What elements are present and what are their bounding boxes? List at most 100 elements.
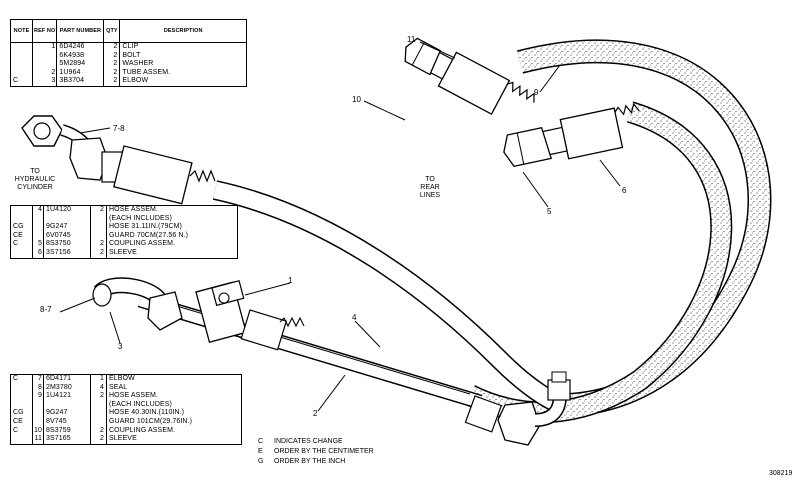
cell-desc: CLIP	[119, 41, 247, 52]
cell-qty	[90, 231, 107, 241]
sleeve-6-coupling-5	[503, 102, 640, 168]
to-hydraulic-cylinder-note: TO HYDRAULIC CYLINDER	[4, 168, 66, 192]
cell-ref: 9	[32, 392, 44, 401]
cell-ref: 10	[32, 426, 44, 436]
cell-ref: 6	[32, 248, 44, 259]
cell-ref	[32, 223, 44, 232]
cell-ref	[32, 400, 44, 410]
cell-desc: ELBOW	[106, 373, 242, 384]
tube-assembly-2	[129, 291, 483, 410]
cell-part: 6D4171	[43, 373, 91, 384]
to-cylinder-line-2: HYDRAULIC	[14, 176, 56, 183]
callout-9: 9	[534, 88, 539, 97]
cell-qty	[90, 223, 107, 232]
document-number: 308219	[769, 470, 793, 477]
table-row: CE 8V745 GUARD 101CM(29.76IN.)	[10, 417, 242, 427]
cell-part: 9G247	[43, 223, 91, 232]
header-note: NOTE	[10, 19, 33, 43]
leader-lines	[59, 41, 621, 412]
callout-3: 3	[118, 342, 123, 351]
callout-10: 10	[352, 95, 361, 104]
cell-qty	[90, 409, 107, 418]
cell-desc: SLEEVE	[106, 435, 242, 445]
cell-desc: BOLT	[119, 51, 247, 61]
header-ref-no: REF NO	[31, 19, 58, 43]
cell-ref	[32, 51, 58, 61]
cell-part: 8V745	[43, 417, 91, 427]
to-cylinder-line-1: TO	[30, 168, 40, 175]
to-rear-line-3: LINES	[419, 192, 441, 199]
elbow-3-and-clip-1	[92, 277, 305, 351]
cell-qty	[90, 214, 107, 224]
cell-part	[43, 214, 91, 224]
cell-note: CE	[10, 231, 33, 241]
cell-qty: 4	[90, 383, 107, 393]
cell-desc: GUARD 101CM(29.76IN.)	[106, 417, 242, 427]
cell-desc: SLEEVE	[106, 248, 238, 259]
cell-note	[10, 400, 33, 410]
cell-part: 6V0745	[43, 231, 91, 241]
cell-qty: 2	[103, 41, 121, 52]
cell-desc: COUPLING ASSEM.	[106, 240, 238, 249]
cell-qty: 2	[90, 426, 107, 436]
cell-part: 6D4246	[56, 41, 105, 52]
cell-desc: (EACH INCLUDES)	[106, 400, 242, 410]
callout-4: 4	[352, 313, 357, 322]
to-rear-line-2: REAR	[420, 184, 440, 191]
header-qty: QTY	[103, 19, 121, 43]
cell-desc: SEAL	[106, 383, 242, 393]
cell-part: 1U964	[56, 68, 105, 78]
cell-ref	[32, 409, 44, 418]
cell-ref: 1	[32, 41, 58, 52]
callout-6: 6	[622, 186, 627, 195]
cell-ref: 3	[32, 77, 58, 87]
cell-ref	[32, 214, 44, 224]
cell-ref: 8	[32, 383, 44, 393]
cell-ref: 5	[32, 240, 44, 249]
cell-note	[10, 204, 33, 215]
cell-ref: 4	[32, 204, 44, 215]
cell-part: 3B3704	[56, 77, 105, 87]
cell-ref	[32, 417, 44, 427]
cell-note: CE	[10, 417, 33, 427]
cell-ref: 11	[32, 435, 44, 445]
sleeve-11-coupling-10	[404, 37, 535, 115]
cell-ref	[32, 60, 58, 69]
table-row: (EACH INCLUDES)	[10, 214, 238, 224]
cell-part: 6K4938	[56, 51, 105, 61]
cell-note: CG	[10, 223, 33, 232]
cell-desc: HOSE 40.30IN.(110IN.)	[106, 409, 242, 418]
elbow-7-bottom	[464, 371, 571, 446]
cell-desc: COUPLING ASSEM.	[106, 426, 242, 436]
cell-note	[10, 248, 33, 259]
cell-note: C	[10, 373, 33, 384]
cell-part	[43, 400, 91, 410]
cell-qty: 2	[90, 240, 107, 249]
cell-desc: ELBOW	[119, 77, 247, 87]
cell-part: 1U4121	[43, 392, 91, 401]
cell-ref: 7	[32, 373, 44, 384]
cell-part: 3S7165	[43, 435, 91, 445]
header-description: DESCRIPTION	[119, 19, 247, 43]
cell-desc: GUARD 70CM(27.56 N.)	[106, 231, 238, 241]
cell-qty: 2	[103, 68, 121, 78]
cell-note	[10, 60, 33, 69]
to-rear-line-1: TO	[425, 176, 435, 183]
cell-note	[10, 68, 33, 78]
cell-desc: HOSE ASSEM.	[106, 392, 242, 401]
table-row: CE 6V0745 GUARD 70CM(27.56 N.)	[10, 231, 238, 241]
to-cylinder-line-3: CYLINDER	[17, 184, 53, 191]
cell-part: 5M2894	[56, 60, 105, 69]
